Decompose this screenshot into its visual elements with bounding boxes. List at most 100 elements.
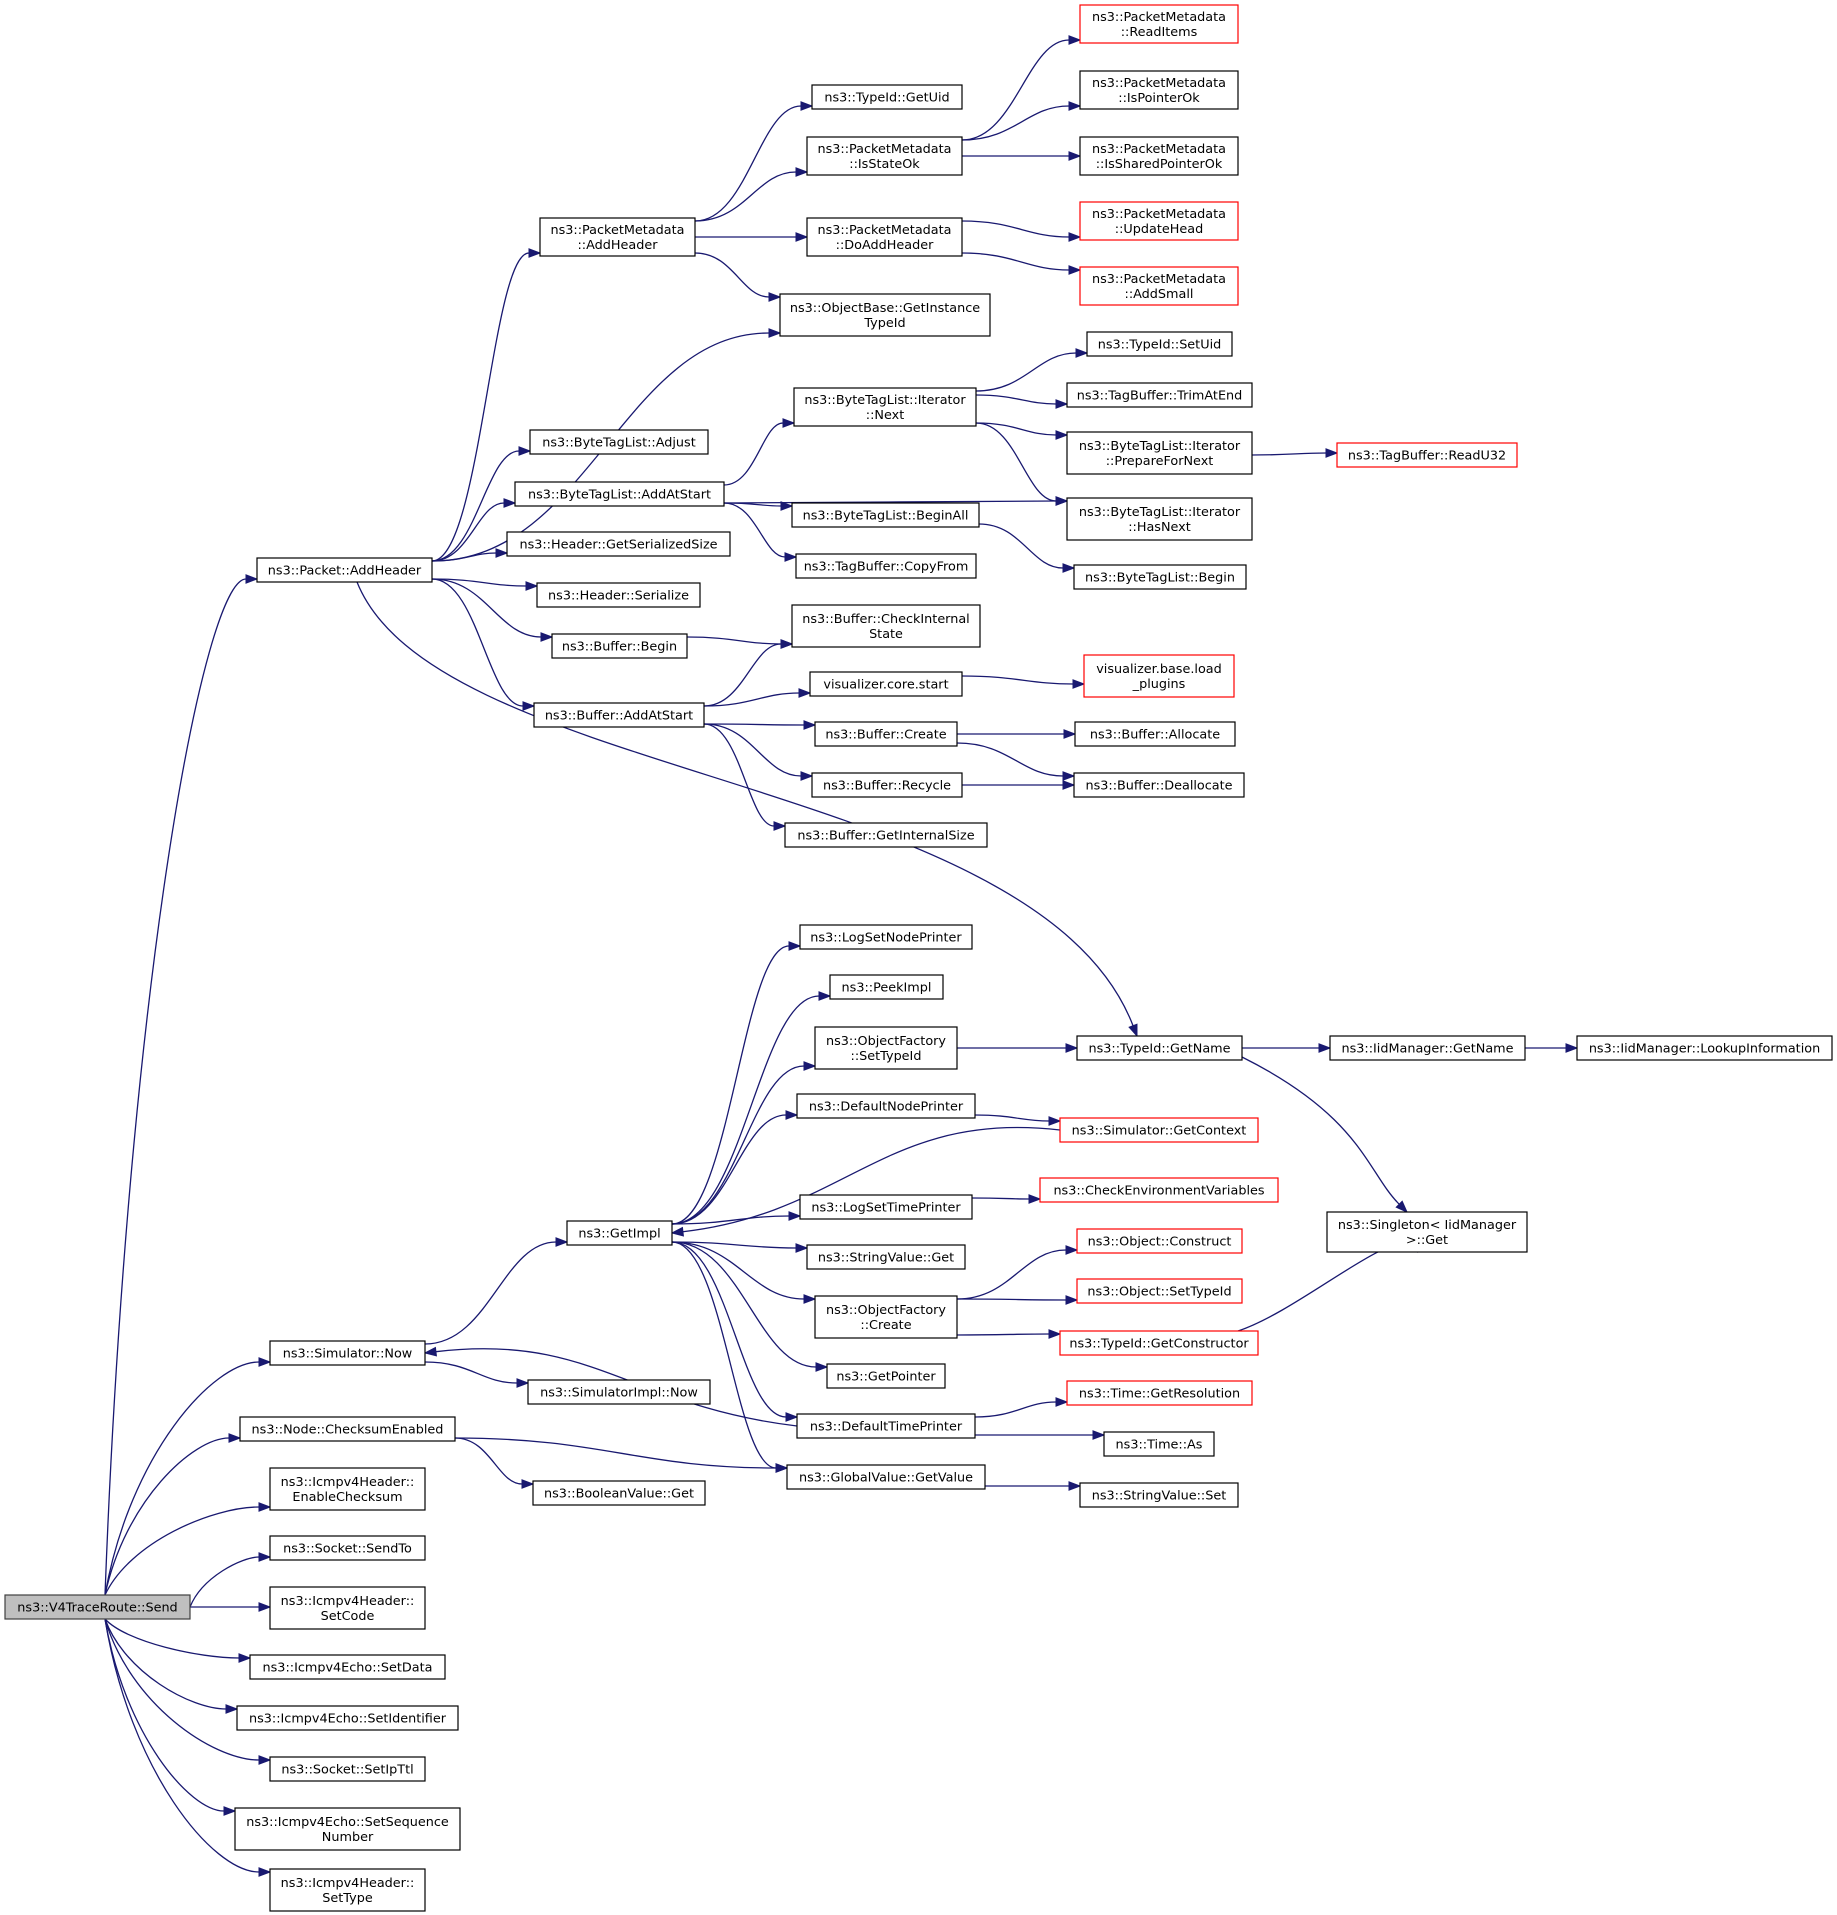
function-node-sock-sendto[interactable]: ns3::Socket::SendTo xyxy=(269,1535,426,1561)
function-node-pm-readitems[interactable]: ns3::PacketMetadata::ReadItems xyxy=(1079,4,1239,44)
edge-line xyxy=(956,1249,1067,1300)
function-node-buf-allocate[interactable]: ns3::Buffer::Allocate xyxy=(1074,721,1236,747)
node-label: ns3::TagBuffer::TrimAtEnd xyxy=(1077,389,1243,404)
function-node-iidmgr-lookup[interactable]: ns3::IidManager::LookupInformation xyxy=(1576,1035,1833,1061)
function-node-pkt-addheader[interactable]: ns3::Packet::AddHeader xyxy=(256,557,433,583)
function-node-tb-copyfrom[interactable]: ns3::TagBuffer::CopyFrom xyxy=(795,553,977,579)
node-label: >::Get xyxy=(1406,1233,1448,1248)
function-node-sock-setipttl[interactable]: ns3::Socket::SetIpTtl xyxy=(269,1756,426,1782)
function-node-pm-addsmall[interactable]: ns3::PacketMetadata::AddSmall xyxy=(1079,266,1239,306)
arrowhead xyxy=(1062,563,1076,573)
arrowhead xyxy=(1068,35,1082,45)
node-label: ns3::Buffer::Deallocate xyxy=(1085,779,1232,794)
function-node-vis-core-start[interactable]: visualizer.core.start xyxy=(809,671,963,697)
node-box xyxy=(529,429,709,455)
function-node-gv-getvalue[interactable]: ns3::GlobalValue::GetValue xyxy=(786,1464,986,1490)
function-node-buf-getinternalsize[interactable]: ns3::Buffer::GetInternalSize xyxy=(784,822,988,848)
function-node-buf-addatstart[interactable]: ns3::Buffer::AddAtStart xyxy=(533,702,705,728)
node-label: ns3::ByteTagList::Iterator xyxy=(1079,439,1241,454)
arrowhead xyxy=(258,1552,272,1562)
function-node-icmp-setcode[interactable]: ns3::Icmpv4Header::SetCode xyxy=(269,1586,426,1630)
node-label: ::ReadItems xyxy=(1121,25,1198,40)
function-node-logsettimeprinter[interactable]: ns3::LogSetTimePrinter xyxy=(799,1194,973,1220)
function-node-of-create[interactable]: ns3::ObjectFactory::Create xyxy=(814,1295,958,1339)
function-node-icmp-settype[interactable]: ns3::Icmpv4Header::SetType xyxy=(269,1868,426,1912)
node-box xyxy=(249,1654,446,1680)
arrowhead xyxy=(1068,151,1082,161)
function-node-pm-ispointerok[interactable]: ns3::PacketMetadata::IsPointerOk xyxy=(1079,70,1239,110)
function-node-pm-isstateok[interactable]: ns3::PacketMetadata::IsStateOk xyxy=(806,136,963,176)
call-edge xyxy=(356,581,1138,1038)
function-node-tb-trimatend[interactable]: ns3::TagBuffer::TrimAtEnd xyxy=(1066,382,1253,408)
call-edge xyxy=(671,1241,799,1422)
node-box xyxy=(1066,1380,1253,1406)
function-node-btli-hasnext[interactable]: ns3::ByteTagList::Iterator::HasNext xyxy=(1066,497,1253,541)
function-node-typeid-getuid[interactable]: ns3::TypeId::GetUid xyxy=(811,84,963,110)
function-node-node-cksum[interactable]: ns3::Node::ChecksumEnabled xyxy=(239,1416,456,1442)
function-node-of-settypeid[interactable]: ns3::ObjectFactory::SetTypeId xyxy=(814,1026,958,1070)
function-node-getpointer[interactable]: ns3::GetPointer xyxy=(826,1363,946,1389)
arrowhead xyxy=(516,1378,530,1388)
function-node-icmp-enablecksum[interactable]: ns3::Icmpv4Header::EnableChecksum xyxy=(269,1467,426,1511)
arrowhead xyxy=(228,1433,242,1443)
function-node-pm-issharedpointerok[interactable]: ns3::PacketMetadata::IsSharedPointerOk xyxy=(1079,136,1239,176)
function-node-buf-deallocate[interactable]: ns3::Buffer::Deallocate xyxy=(1073,772,1245,798)
function-node-logsetnodeprinter[interactable]: ns3::LogSetNodePrinter xyxy=(799,924,973,950)
function-node-time-as[interactable]: ns3::Time::As xyxy=(1103,1431,1215,1457)
function-node-btli-preparefornext[interactable]: ns3::ByteTagList::Iterator::PrepareForNe… xyxy=(1066,431,1253,475)
function-node-time-getresolution[interactable]: ns3::Time::GetResolution xyxy=(1066,1380,1253,1406)
function-node-pm-doaddheader[interactable]: ns3::PacketMetadata::DoAddHeader xyxy=(806,217,963,257)
node-box xyxy=(1576,1035,1833,1061)
function-node-typeid-getname[interactable]: ns3::TypeId::GetName xyxy=(1076,1035,1243,1061)
function-node-bool-get[interactable]: ns3::BooleanValue::Get xyxy=(532,1480,706,1506)
function-node-echo-setid[interactable]: ns3::Icmpv4Echo::SetIdentifier xyxy=(236,1705,459,1731)
function-node-simimpl-now[interactable]: ns3::SimulatorImpl::Now xyxy=(527,1379,711,1405)
call-edge xyxy=(104,1357,272,1596)
function-node-btl-addatstart[interactable]: ns3::ByteTagList::AddAtStart xyxy=(514,481,725,507)
function-node-pm-addheader[interactable]: ns3::PacketMetadata::AddHeader xyxy=(539,217,696,257)
function-node-singleton-get[interactable]: ns3::Singleton< IidManager>::Get xyxy=(1326,1211,1528,1253)
function-node-sv-set[interactable]: ns3::StringValue::Set xyxy=(1079,1482,1239,1508)
function-node-sim-getcontext[interactable]: ns3::Simulator::GetContext xyxy=(1059,1117,1259,1143)
function-node-obj-settypeid[interactable]: ns3::Object::SetTypeId xyxy=(1076,1278,1243,1304)
function-node-btli-next[interactable]: ns3::ByteTagList::Iterator::Next xyxy=(793,387,977,427)
function-node-peekimpl[interactable]: ns3::PeekImpl xyxy=(829,974,944,1000)
node-label: ns3::Socket::SetIpTtl xyxy=(281,1763,413,1778)
function-node-hdr-getsersize[interactable]: ns3::Header::GetSerializedSize xyxy=(506,531,731,557)
function-node-sim-now[interactable]: ns3::Simulator::Now xyxy=(269,1340,426,1366)
call-edge xyxy=(961,220,1082,242)
call-edge xyxy=(957,1043,1079,1053)
edge-line xyxy=(694,171,797,222)
function-node-send[interactable]: ns3::V4TraceRoute::Send xyxy=(4,1594,191,1620)
call-edge xyxy=(431,446,532,562)
function-node-getimpl[interactable]: ns3::GetImpl xyxy=(566,1220,673,1246)
function-node-pm-updatehead[interactable]: ns3::PacketMetadata::UpdateHead xyxy=(1079,201,1239,241)
function-node-sv-get[interactable]: ns3::StringValue::Get xyxy=(806,1244,966,1270)
function-node-btl-adjust[interactable]: ns3::ByteTagList::Adjust xyxy=(529,429,709,455)
function-node-buf-recycle[interactable]: ns3::Buffer::Recycle xyxy=(811,772,963,798)
function-node-typeid-setuid[interactable]: ns3::TypeId::SetUid xyxy=(1086,331,1233,357)
function-node-iidmgr-getname[interactable]: ns3::IidManager::GetName xyxy=(1329,1035,1526,1061)
function-node-defaulttimeprinter[interactable]: ns3::DefaultTimePrinter xyxy=(796,1413,976,1439)
node-box xyxy=(799,1194,973,1220)
arrowhead xyxy=(223,1806,237,1816)
function-node-vis-base-load[interactable]: visualizer.base.load_plugins xyxy=(1083,654,1235,698)
function-node-btl-begin[interactable]: ns3::ByteTagList::Begin xyxy=(1073,564,1247,590)
function-node-echo-setdata[interactable]: ns3::Icmpv4Echo::SetData xyxy=(249,1654,446,1680)
edge-line xyxy=(1241,1056,1400,1205)
node-label: ns3::Buffer::Allocate xyxy=(1090,728,1220,743)
function-node-buf-create[interactable]: ns3::Buffer::Create xyxy=(814,721,958,747)
function-node-defaultnodeprinter[interactable]: ns3::DefaultNodePrinter xyxy=(796,1093,976,1119)
function-node-hdr-serialize[interactable]: ns3::Header::Serialize xyxy=(536,582,701,608)
function-node-tb-readu32[interactable]: ns3::TagBuffer::ReadU32 xyxy=(1336,442,1518,468)
function-node-btl-beginall[interactable]: ns3::ByteTagList::BeginAll xyxy=(791,502,980,528)
call-edge xyxy=(671,991,832,1225)
function-node-obj-construct[interactable]: ns3::Object::Construct xyxy=(1076,1228,1243,1254)
function-node-typeid-getconstructor[interactable]: ns3::TypeId::GetConstructor xyxy=(1059,1330,1259,1356)
function-node-checkenvvars[interactable]: ns3::CheckEnvironmentVariables xyxy=(1039,1177,1279,1203)
function-node-buf-begin[interactable]: ns3::Buffer::Begin xyxy=(551,633,688,659)
call-edge xyxy=(975,422,1069,440)
